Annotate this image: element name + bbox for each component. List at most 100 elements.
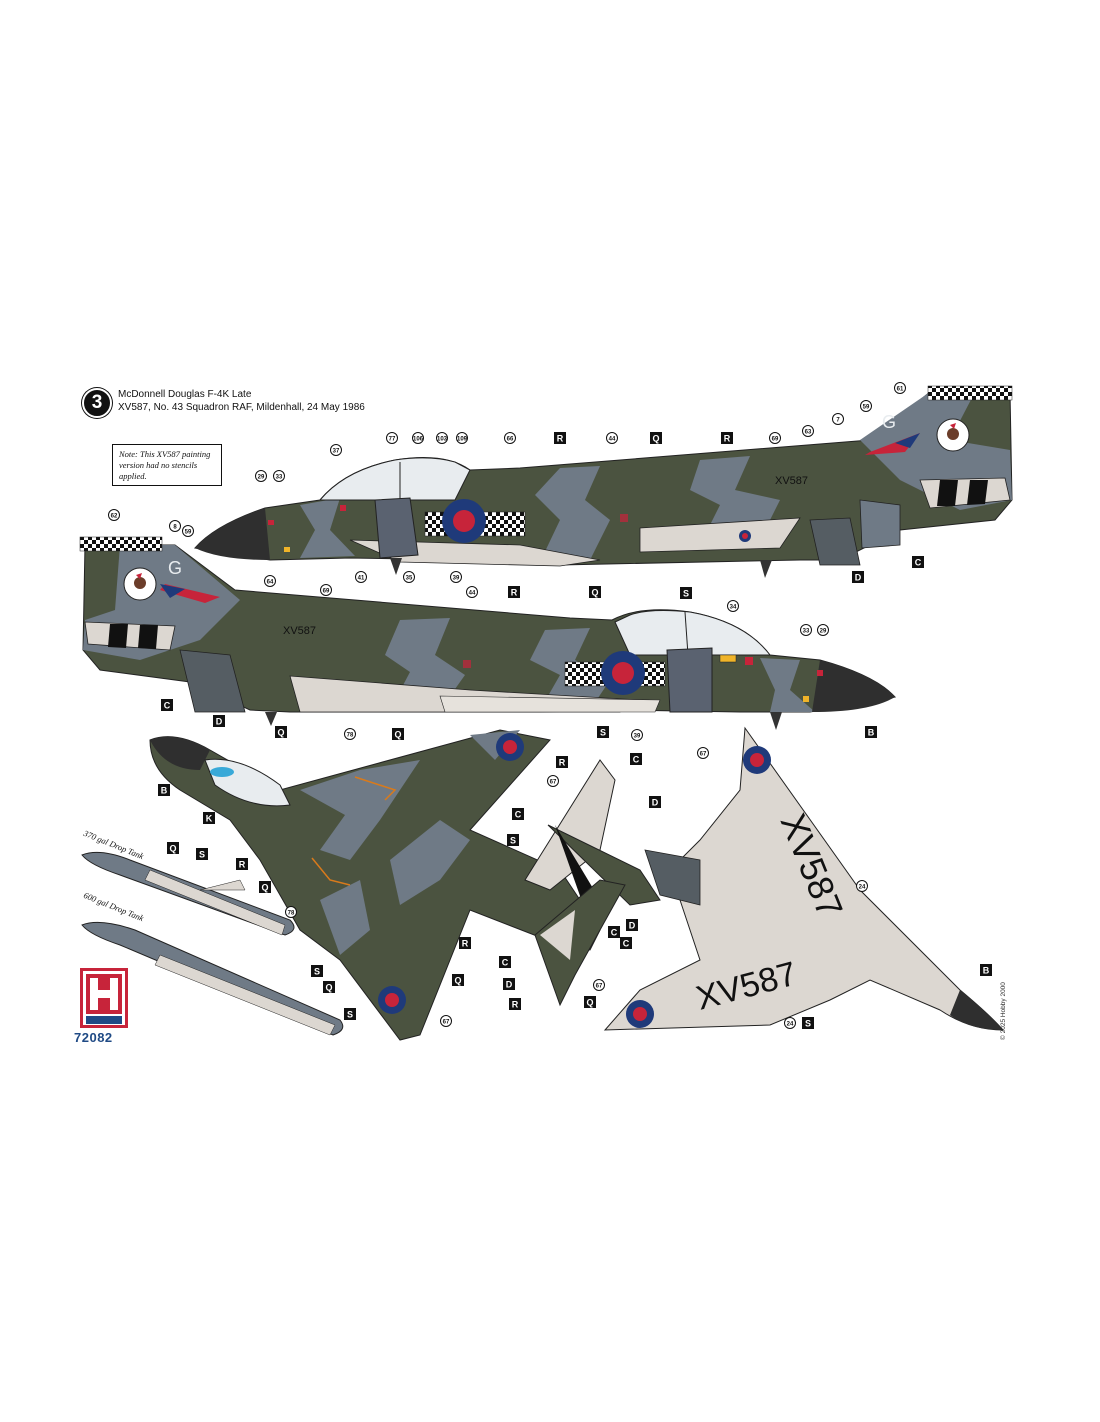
callout-label: B — [983, 966, 990, 976]
callout-label: S — [510, 836, 516, 846]
paint-code-callout: C — [608, 926, 620, 938]
callout-circle — [547, 775, 559, 787]
callout-label: D — [855, 573, 862, 583]
callout-label: C — [633, 755, 640, 765]
callout-box — [597, 726, 609, 738]
decal-number-callout: 61 — [894, 382, 906, 394]
decal-number-callout: 67 — [440, 1015, 452, 1027]
callout-label: 67 — [596, 984, 603, 990]
callout-circle — [386, 432, 398, 444]
callout-label: C — [164, 701, 171, 711]
paint-code-callout: C — [630, 753, 642, 765]
callout-circle — [504, 432, 516, 444]
callout-label: Q — [261, 883, 268, 893]
kit-number: 72082 — [74, 1030, 113, 1045]
decal-number-callout: 24 — [784, 1017, 796, 1029]
callout-box — [512, 808, 524, 820]
callout-box — [680, 587, 692, 599]
callout-box — [236, 858, 248, 870]
callout-circle — [169, 520, 181, 532]
decal-number-callout: 39 — [450, 571, 462, 583]
callout-label: R — [559, 758, 566, 768]
callout-box — [392, 728, 404, 740]
paint-code-callout: S — [802, 1017, 814, 1029]
fin-code-2: G — [168, 558, 182, 578]
decal-number-callout: 29 — [817, 624, 829, 636]
callout-label: 24 — [787, 1022, 794, 1028]
callout-circle — [856, 880, 868, 892]
decal-number-callout: 33 — [800, 624, 812, 636]
callout-circle — [330, 444, 342, 456]
callout-box — [452, 974, 464, 986]
decal-number-callout: 67 — [593, 979, 605, 991]
paint-code-callout: D — [852, 571, 864, 583]
callout-box — [196, 848, 208, 860]
callout-label: 33 — [803, 629, 810, 635]
aircraft-subtitle: XV587, No. 43 Squadron RAF, Mildenhall, … — [118, 402, 365, 413]
callout-box — [213, 715, 225, 727]
paint-code-callout: C — [512, 808, 524, 820]
callout-label: 39 — [634, 734, 641, 740]
callout-circle — [273, 470, 285, 482]
callout-circle — [108, 509, 120, 521]
callout-label: 106 — [413, 437, 424, 443]
callout-label: 67 — [700, 752, 707, 758]
paint-code-callout: Q — [650, 432, 662, 444]
callout-label: R — [724, 434, 731, 444]
callout-label: Q — [325, 983, 332, 993]
callout-label: 78 — [347, 733, 354, 739]
callout-label: C — [623, 939, 630, 949]
callout-label: Q — [591, 588, 598, 598]
callout-label: 41 — [358, 576, 365, 582]
decal-number-callout: 67 — [547, 775, 559, 787]
callout-label: 63 — [805, 430, 812, 436]
decal-number-callout: 7 — [832, 413, 844, 425]
paint-code-callout: Q — [589, 586, 601, 598]
paint-code-callout: R — [459, 937, 471, 949]
callout-box — [626, 919, 638, 931]
callout-label: R — [239, 860, 246, 870]
callout-label: D — [629, 921, 636, 931]
top-view — [149, 729, 601, 1041]
paint-code-callout: Q — [275, 726, 287, 738]
decal-number-callout: 69 — [769, 432, 781, 444]
paint-code-callout: C — [912, 556, 924, 568]
callout-circle — [285, 906, 297, 918]
callout-label: 34 — [730, 605, 737, 611]
paint-code-callout: Q — [584, 996, 596, 1008]
callout-label: D — [652, 798, 659, 808]
callout-label: 44 — [609, 437, 616, 443]
callout-label: R — [512, 1000, 519, 1010]
paint-code-callout: S — [680, 587, 692, 599]
stencil-note: Note: This XV587 painting version had no… — [112, 444, 222, 486]
paint-code-callout: D — [503, 978, 515, 990]
callout-circle — [344, 728, 356, 740]
callout-box — [852, 571, 864, 583]
callout-label: S — [805, 1019, 811, 1029]
callout-box — [509, 998, 521, 1010]
paint-code-callout: Q — [392, 728, 404, 740]
callout-label: S — [199, 850, 205, 860]
hobby2000-logo — [80, 968, 128, 1028]
callout-circle — [182, 525, 194, 537]
serial-side-2: XV587 — [283, 625, 316, 637]
side-profile-right — [79, 536, 896, 730]
callout-label: R — [557, 434, 564, 444]
callout-circle — [320, 584, 332, 596]
callout-label: 44 — [469, 591, 476, 597]
callout-circle — [784, 1017, 796, 1029]
paint-code-callout: R — [236, 858, 248, 870]
callout-box — [503, 978, 515, 990]
callout-box — [584, 996, 596, 1008]
callout-box — [507, 834, 519, 846]
paint-code-callout: S — [507, 834, 519, 846]
callout-circle — [769, 432, 781, 444]
callout-label: S — [314, 967, 320, 977]
paint-code-callout: R — [554, 432, 566, 444]
decal-number-callout: 44 — [466, 586, 478, 598]
drop-tanks — [81, 851, 344, 1036]
callout-box — [608, 926, 620, 938]
paint-code-callout: R — [509, 998, 521, 1010]
